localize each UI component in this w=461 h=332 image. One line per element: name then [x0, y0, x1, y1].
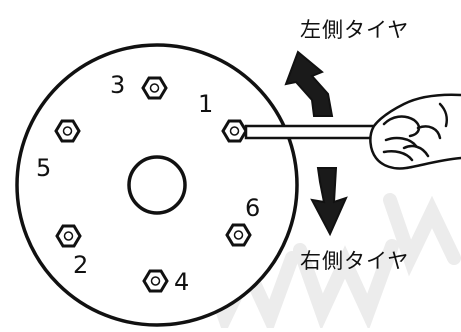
lower-arrow-label: 右側タイヤ	[300, 249, 409, 273]
arrow-up-icon	[284, 50, 334, 117]
arrow-down-icon	[310, 167, 348, 237]
bolt-4	[142, 269, 169, 293]
bolt-1	[221, 119, 248, 143]
center-hub-hole	[127, 155, 187, 215]
bolt-2	[55, 224, 82, 248]
bolt-label-2: 2	[73, 251, 88, 279]
bolt-label-3: 3	[110, 71, 125, 99]
bolt-label-6: 6	[245, 194, 260, 222]
bolt-label-1: 1	[198, 90, 213, 118]
bolt-3	[141, 76, 168, 100]
wrench-bar	[244, 124, 388, 140]
bolt-5	[54, 119, 81, 143]
bolt-6	[225, 223, 252, 247]
hand-holding-wrench-icon	[369, 93, 461, 170]
bolt-label-5: 5	[36, 154, 51, 182]
bolt-label-4: 4	[174, 268, 189, 296]
upper-arrow-label: 左側タイヤ	[300, 18, 409, 42]
